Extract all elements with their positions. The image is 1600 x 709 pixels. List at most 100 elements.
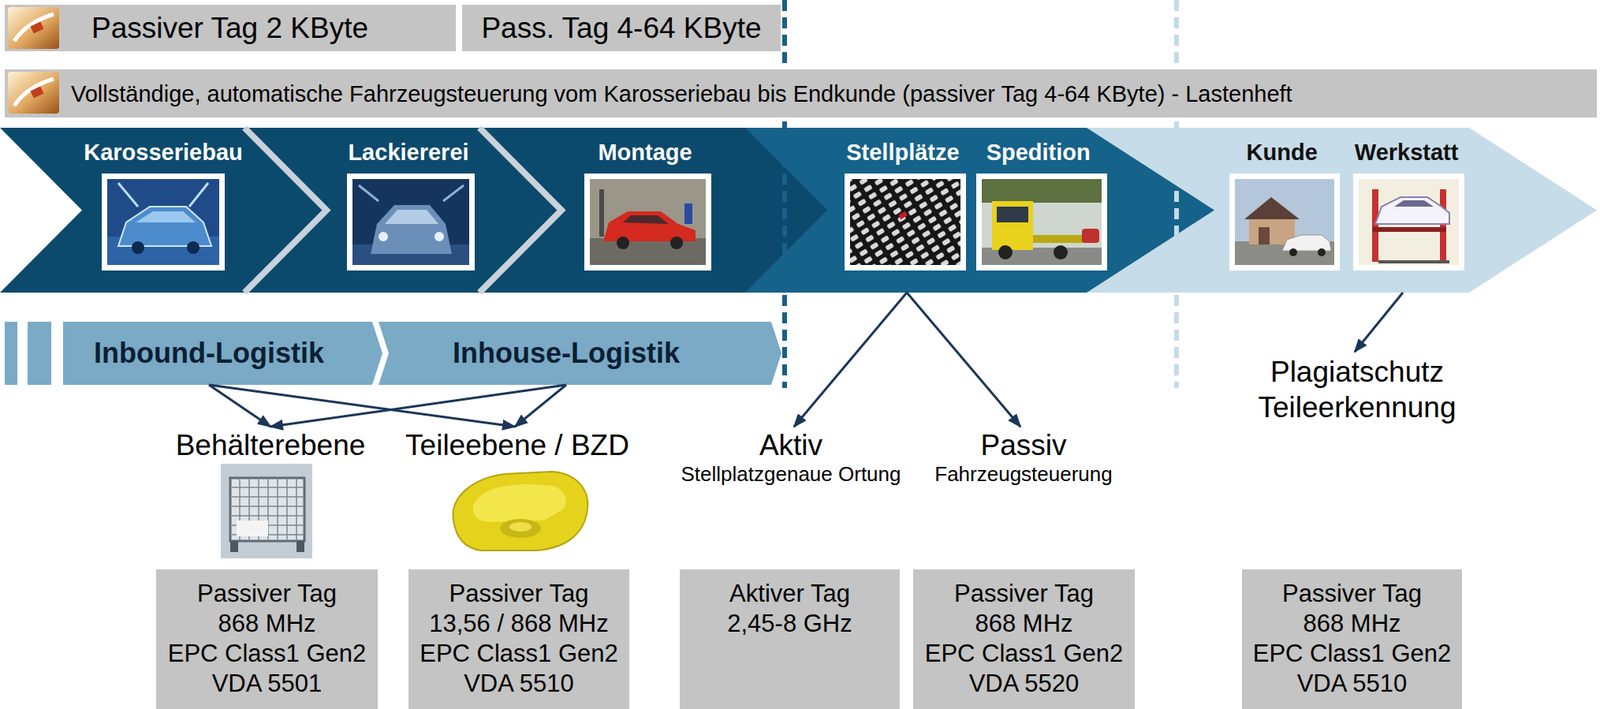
assembly-photo — [670, 236, 683, 250]
process-chevron: Stellplätze Spedition — [802, 127, 1134, 293]
tag-icon — [7, 7, 60, 49]
workshop-photo — [1358, 179, 1459, 265]
container-photo — [220, 463, 313, 559]
process-chevron-text: Stellplätze — [846, 138, 959, 166]
tag-icon — [30, 22, 45, 34]
phase-divider — [782, 0, 787, 388]
workshop-photo — [1394, 200, 1434, 207]
body-shop-photo — [131, 241, 145, 254]
assembly-photo — [589, 238, 706, 265]
photo-frame — [101, 173, 225, 271]
tag-spec-box-text: Passiver Tag — [449, 578, 590, 609]
bar-ground — [4, 69, 1597, 118]
body-shop-photo — [186, 241, 200, 254]
logistics-chevron: Inhouse-Logistik — [386, 321, 746, 385]
truck-photo — [981, 179, 1102, 203]
process-band — [244, 127, 327, 293]
process-chevron-text: Spedition — [986, 138, 1091, 166]
level-label-text: Fahrzeugsteuerung — [934, 462, 1112, 487]
truck-photo — [996, 206, 1029, 223]
level-label: PassivFahrzeugsteuerung — [932, 428, 1115, 487]
process-chevron: Montage — [534, 127, 756, 293]
level-label: AktivStellplatzgenaue Ortung — [679, 428, 903, 487]
paint-shop-photo — [370, 205, 452, 254]
tag-spec-box-text: VDA 5520 — [969, 668, 1080, 699]
logistics-chevron: Inbound-Logistik — [63, 321, 355, 385]
logistics-band — [378, 321, 782, 385]
arrow-connector — [208, 384, 515, 427]
tag-spec-box-text: Aktiver Tag — [729, 578, 851, 609]
workshop-photo — [1375, 197, 1450, 224]
arrow-connector — [1354, 292, 1403, 352]
parking-photo — [850, 179, 961, 265]
logistics-band — [27, 321, 52, 385]
truck-photo — [1053, 245, 1068, 260]
customer-photo — [1317, 248, 1326, 257]
part-photo — [499, 518, 541, 538]
assembly-photo — [599, 189, 605, 237]
customer-photo — [1289, 248, 1298, 257]
truck-photo — [981, 179, 1102, 265]
tag-icon — [7, 7, 60, 114]
workshop-photo — [1378, 260, 1450, 264]
tag-spec-box: Passiver Tag13,56 / 868 MHzEPC Class1 Ge… — [408, 569, 630, 709]
workshop-photo — [1372, 189, 1379, 262]
tag-spec-box-text: 868 MHz — [974, 608, 1073, 639]
container-photo — [230, 477, 305, 541]
bar-ground — [4, 4, 456, 52]
photo-frame — [346, 173, 475, 271]
customer-photo — [1282, 234, 1332, 251]
level-label: PlagiatschutzTeileerkennung — [1256, 354, 1459, 426]
process-band — [479, 127, 562, 293]
level-label-text: Plagiatschutz — [1270, 354, 1444, 390]
body-shop-photo — [189, 182, 209, 207]
tag-spec-box-text: EPC Class1 Gen2 — [167, 638, 367, 669]
parking-photo — [850, 179, 961, 265]
tag-spec-box-text: EPC Class1 Gen2 — [1253, 638, 1452, 669]
tag-icon — [14, 14, 54, 42]
arrow-connector — [514, 384, 567, 427]
process-band — [0, 127, 1597, 293]
level-label-text: Passiv — [980, 428, 1067, 463]
tag-spec-box-text: Passiver Tag — [1282, 578, 1422, 609]
tag-spec-box-text: 13,56 / 868 MHz — [428, 608, 608, 639]
assembly-photo — [622, 215, 669, 224]
part-photo — [509, 522, 532, 532]
body-shop-photo — [135, 211, 196, 223]
requirement-bar: Vollständige, automatische Fahrzeugsteue… — [4, 69, 1597, 118]
assembly-photo — [603, 211, 696, 242]
photo-frame — [844, 173, 966, 271]
tag-icon — [14, 78, 54, 106]
truck-photo — [1081, 228, 1100, 243]
paint-shop-photo — [358, 185, 379, 202]
part-photo — [473, 484, 567, 523]
process-chevron: KundeWerkstatt — [1202, 127, 1503, 293]
tag-spec-box-text: 868 MHz — [217, 608, 316, 639]
level-label-text: Teileerkennung — [1258, 389, 1457, 426]
body-shop-photo — [107, 179, 220, 265]
level-label-text: Aktiv — [759, 428, 823, 463]
workshop-photo — [1358, 179, 1459, 265]
tag-spec-box-text: Passiver Tag — [197, 578, 337, 609]
paint-shop-photo — [384, 209, 439, 224]
customer-photo — [1234, 179, 1335, 265]
tag-icon — [30, 86, 45, 99]
photo-frame — [584, 173, 712, 271]
tag-spec-box-text: VDA 5510 — [1297, 668, 1408, 699]
logistics-chevron-text: Inbound-Logistik — [93, 336, 325, 370]
customer-photo — [1234, 179, 1335, 265]
tag-spec-box: Aktiver Tag2,45-8 GHz — [679, 569, 900, 709]
assembly-photo — [684, 203, 693, 224]
paint-shop-photo — [443, 185, 464, 202]
tag-icon — [7, 71, 60, 114]
process-chevron: Karosseriebau — [52, 127, 274, 293]
container-photo — [230, 540, 239, 552]
photo-frame — [1353, 173, 1465, 271]
phase-divider — [1174, 0, 1179, 388]
level-label-text: Teileebene / BZD — [405, 428, 630, 463]
photo-frame — [101, 173, 1465, 271]
container-photo — [236, 520, 269, 537]
truck-photo — [981, 179, 1102, 265]
paint-shop-photo — [434, 231, 444, 242]
paint-shop-photo — [378, 231, 388, 242]
